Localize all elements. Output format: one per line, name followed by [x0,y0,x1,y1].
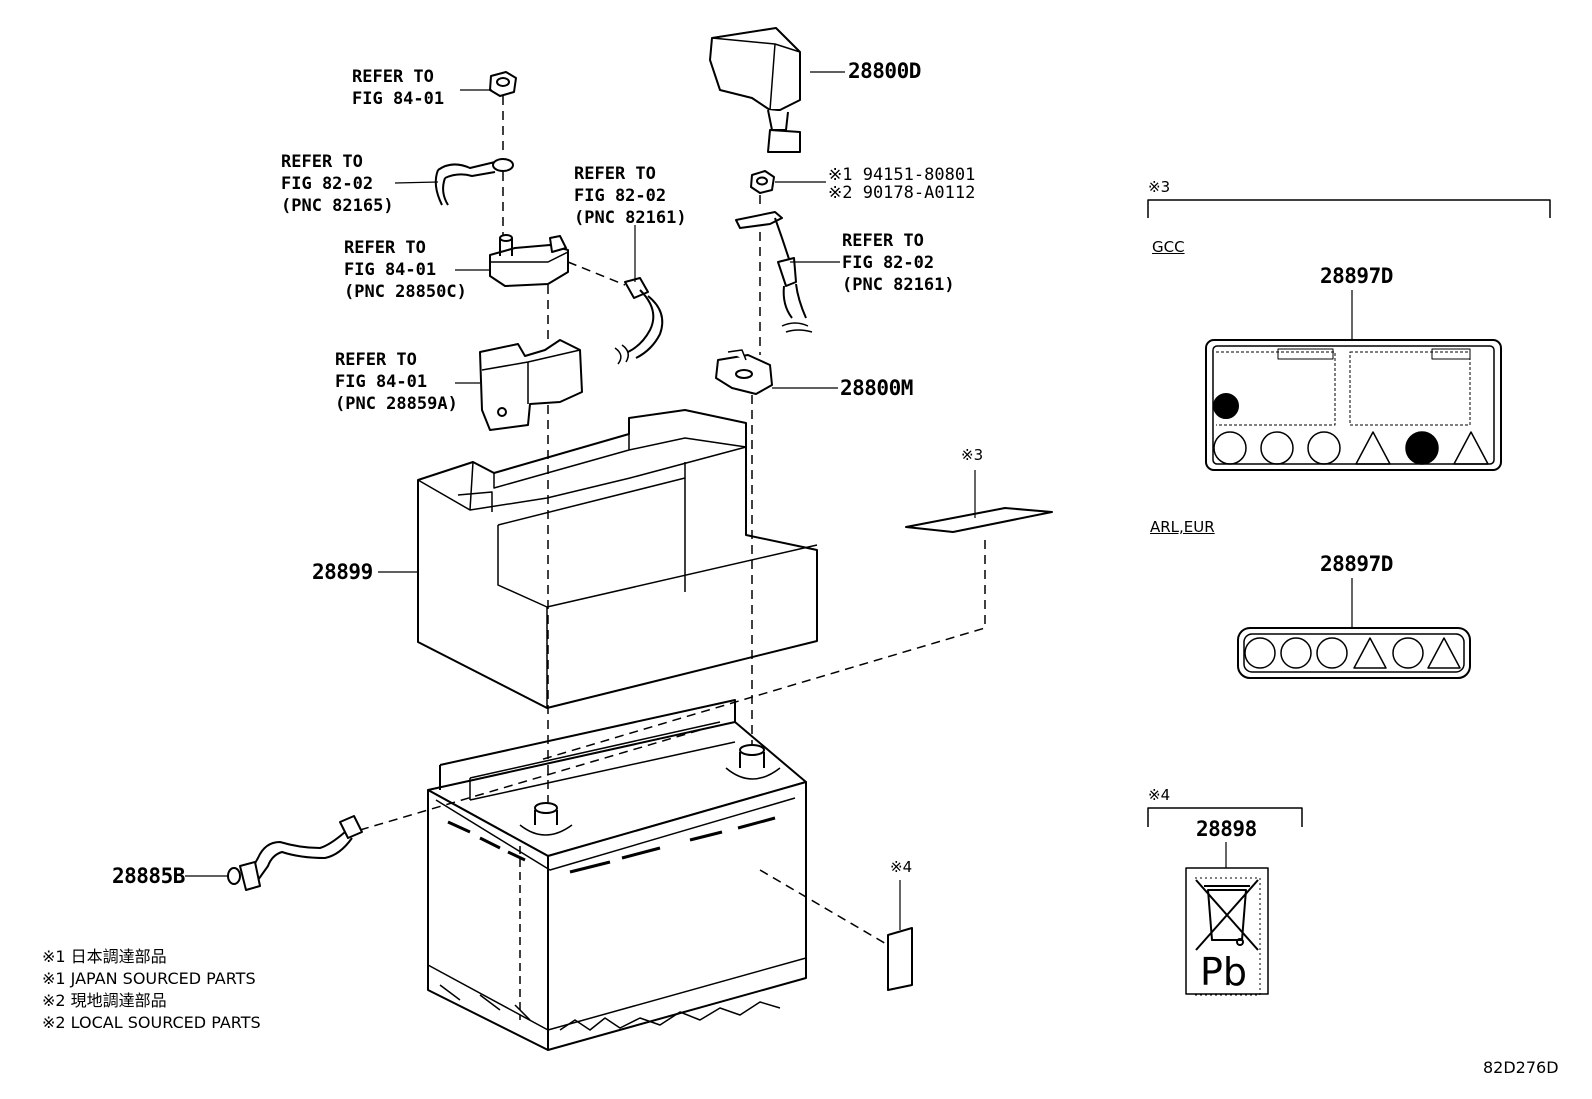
nut-top [489,71,517,97]
ref-line: FIG 84-01 [352,89,445,109]
bracket [479,339,583,431]
ref-line: FIG 84-01 [335,372,428,392]
part-number-label-arl[interactable]: 28897D [1320,552,1393,576]
ref-line: (PNC 28850C) [344,282,467,302]
legend: ※1 日本調達部品 ※1 JAPAN SOURCED PARTS ※2 現地調達… [42,946,261,1034]
ref-line: (PNC 82161) [574,208,687,228]
region-arl-eur: ARL,EUR [1150,518,1215,536]
part-number-nut-1[interactable]: ※1 94151-80801 [828,165,976,185]
part-number-nut-2[interactable]: ※2 90178-A0112 [828,183,976,203]
part-number-label-gcc[interactable]: 28897D [1320,264,1393,288]
cable-left [434,158,514,206]
note-3-group-marker: ※3 [1148,178,1171,196]
part-number-label-pb[interactable]: 28898 [1196,817,1257,841]
part-number-cover[interactable]: 28800D [848,59,921,83]
legend-line: ※1 JAPAN SOURCED PARTS [42,969,256,988]
ref-line: REFER TO [281,152,363,172]
ref-line: REFER TO [344,238,426,258]
ref-line: REFER TO [842,231,924,251]
clamp-negative [489,234,569,287]
label-gcc-panel [1205,339,1502,471]
legend-line: ※2 現地調達部品 [42,991,167,1010]
label-sticker-3 [905,507,1053,533]
terminal-cover [709,27,801,153]
label-arl-panel [1237,627,1471,679]
ref-line: FIG 82-02 [574,186,667,206]
battery [427,699,807,1051]
figure-code: 82D276D [1483,1058,1559,1077]
ref-line: REFER TO [335,350,417,370]
legend-line: ※2 LOCAL SOURCED PARTS [42,1013,261,1032]
nut-right [750,170,775,194]
ref-line: (PNC 28859A) [335,394,458,414]
pb-text: Pb [1200,950,1248,994]
insulator-28899 [417,409,818,709]
ref-line: REFER TO [352,67,434,87]
part-number-clamp-pos[interactable]: 28800M [840,376,913,400]
vent-hose [227,815,363,891]
ref-line: (PNC 82165) [281,196,394,216]
label-sticker-4 [887,927,913,991]
ref-line: REFER TO [574,164,656,184]
legend-line: ※1 日本調達部品 [42,947,167,966]
region-gcc: GCC [1152,238,1185,256]
ref-line: FIG 84-01 [344,260,437,280]
note-4-group-marker: ※4 [1148,786,1171,804]
note-4-marker: ※4 [890,858,913,876]
label-pb-panel [1185,867,1269,996]
ref-line: FIG 82-02 [842,253,935,273]
ref-line: FIG 82-02 [281,174,374,194]
cable-mid [614,277,664,365]
cable-right [735,211,813,333]
part-number-vent-hose[interactable]: 28885B [112,864,185,888]
ref-line: (PNC 82161) [842,275,955,295]
note-3-marker: ※3 [961,446,984,464]
clamp-positive [715,349,773,395]
part-number-insulator[interactable]: 28899 [312,560,373,584]
